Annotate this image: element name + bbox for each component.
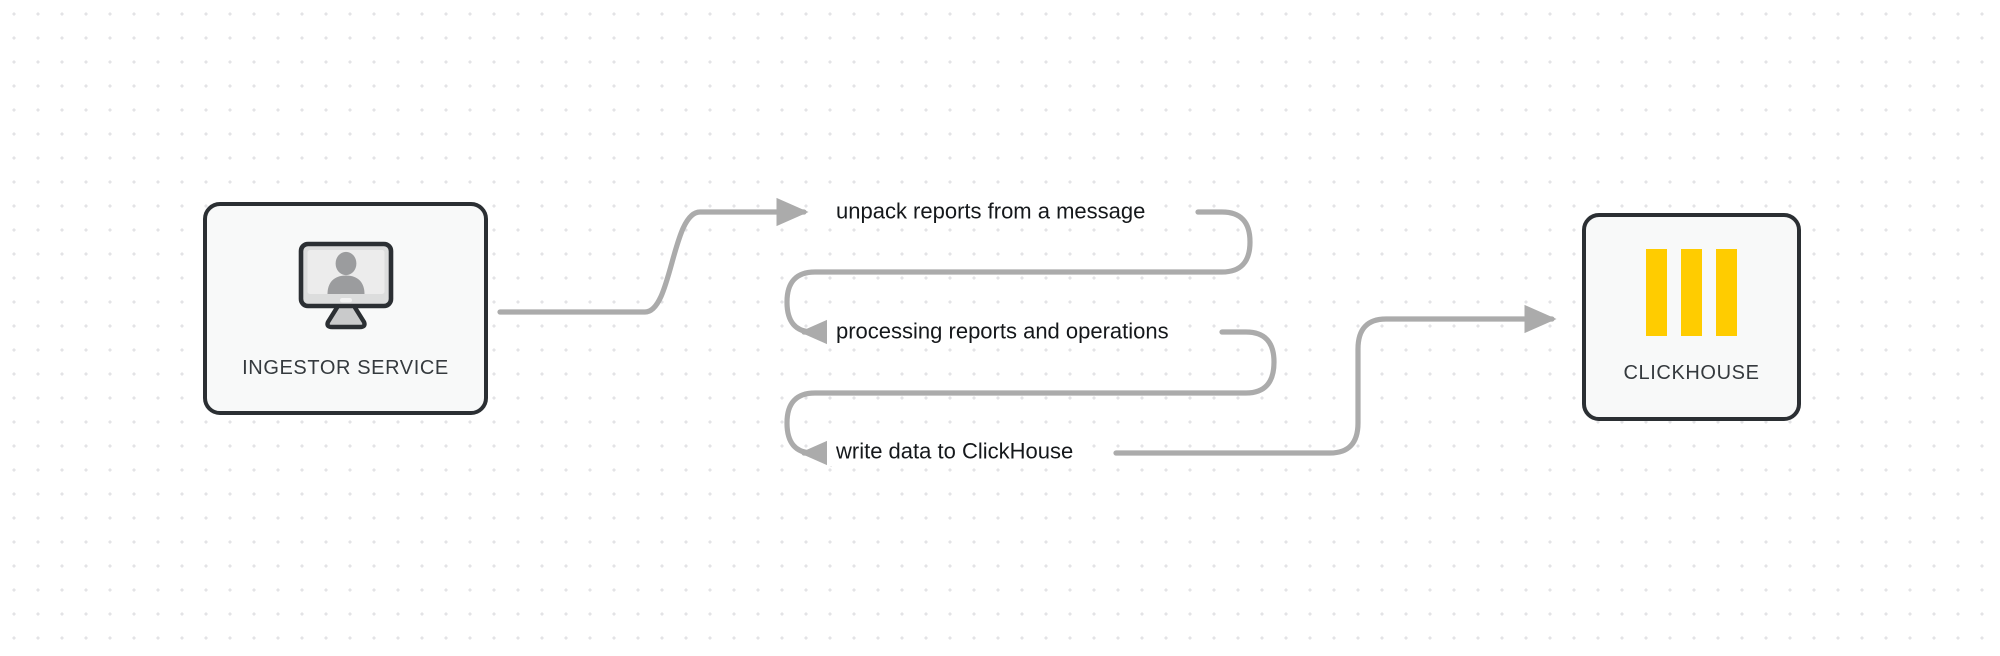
monitor-user-icon (292, 238, 400, 339)
node-ingestor-service[interactable]: INGESTOR SERVICE (203, 202, 488, 415)
connector-segment-1 (497, 197, 809, 315)
clickhouse-bar-1 (1646, 249, 1667, 336)
connector-segment-4 (1113, 304, 1557, 456)
clickhouse-bars-icon (1646, 249, 1737, 336)
clickhouse-bar-3 (1716, 249, 1737, 336)
node-label-ingestor-service: INGESTOR SERVICE (242, 356, 449, 379)
edge-label-unpack: unpack reports from a message (827, 197, 1155, 227)
edge-label-write: write data to ClickHouse (827, 437, 1083, 467)
clickhouse-bar-2 (1681, 249, 1702, 336)
edge-label-processing: processing reports and operations (827, 317, 1178, 347)
connector-segment-2 (784, 209, 1253, 347)
node-label-clickhouse: CLICKHOUSE (1623, 362, 1760, 384)
connector-segment-3 (784, 329, 1277, 468)
node-clickhouse[interactable]: CLICKHOUSE (1582, 213, 1801, 421)
